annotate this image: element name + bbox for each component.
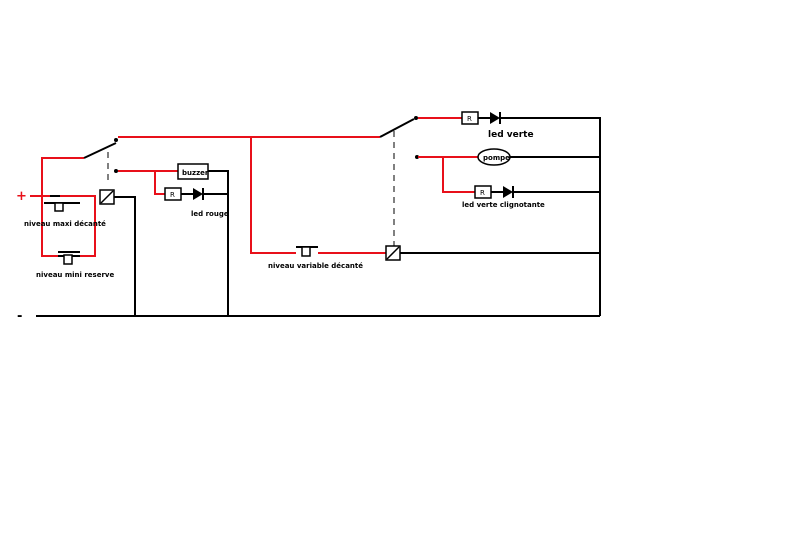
resistor-label-1: R (170, 191, 175, 199)
led-verte-branch (418, 111, 601, 316)
pompe-branch (418, 148, 600, 166)
right-relay-switch (379, 116, 419, 246)
label-pompe: pompe (483, 154, 510, 162)
label-niveau-mini: niveau mini reserve (36, 271, 114, 279)
label-led-verte-clignotante: led verte clignotante (462, 201, 545, 209)
resistor-label-3: R (480, 189, 485, 197)
label-led-rouge: led rouge (191, 210, 229, 218)
minus-terminal: - (17, 309, 22, 324)
diode-led-verte (490, 112, 500, 124)
diode-led-rouge (193, 188, 203, 200)
diode-led-clignotante (503, 186, 513, 198)
led-verte-clignotante-branch (442, 157, 600, 199)
left-relay-switch (83, 138, 136, 316)
plus-terminal: + (16, 189, 27, 204)
left-supply-loop (30, 157, 96, 257)
switch-niveau-mini (58, 251, 80, 265)
buzzer-label: buzzer (182, 169, 209, 177)
resistor-label-2: R (467, 115, 472, 123)
buzzer-branch (118, 163, 229, 316)
switch-niveau-maxi (44, 195, 80, 212)
variable-level-branch (250, 137, 600, 261)
label-niveau-variable: niveau variable décanté (268, 262, 363, 270)
resistor-led-rouge (164, 187, 182, 201)
label-niveau-maxi: niveau maxi décanté (24, 220, 106, 228)
label-led-verte: led verte (488, 130, 534, 140)
